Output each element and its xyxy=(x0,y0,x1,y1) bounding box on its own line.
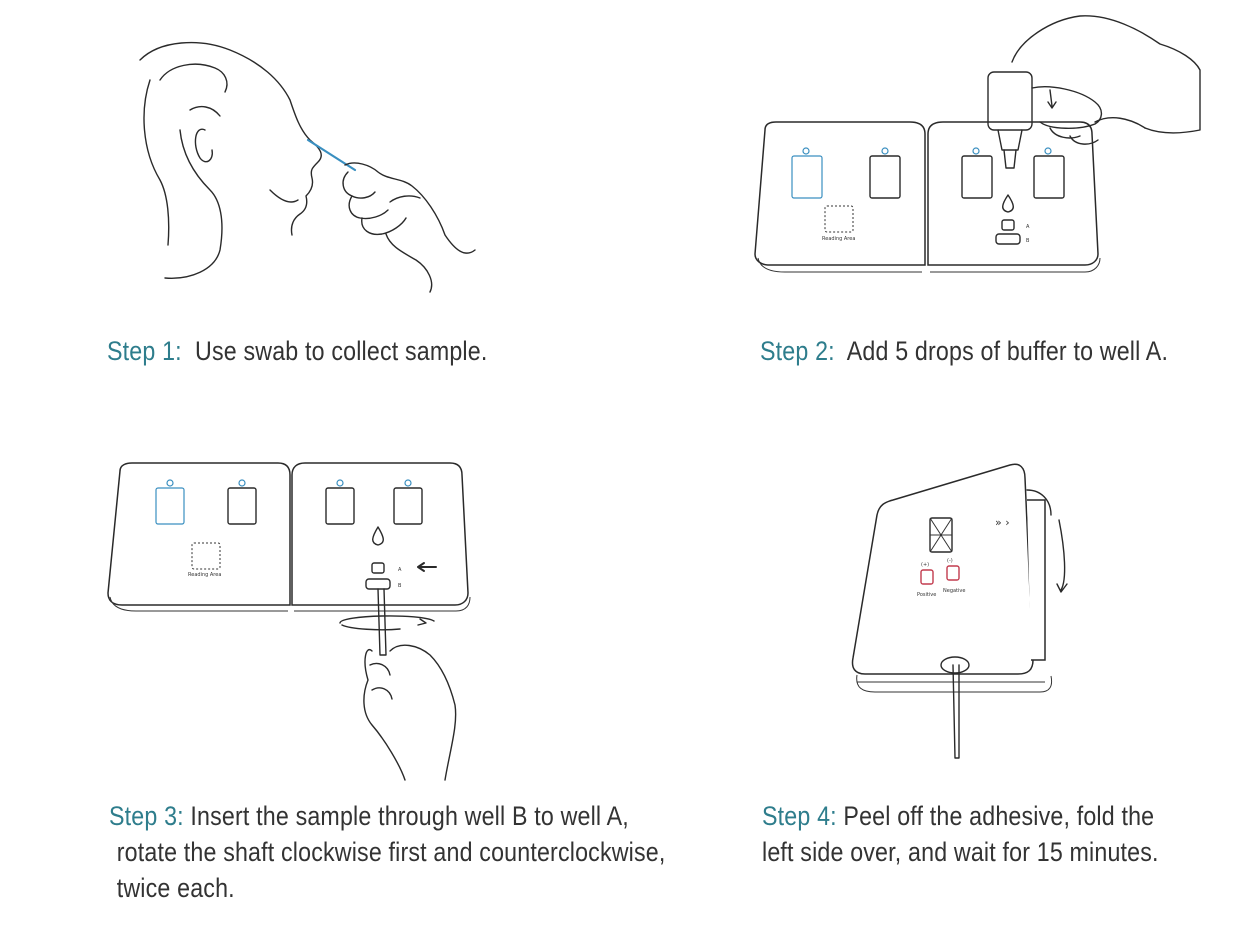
step4-illustration: » › (+) Positive (-) Negative xyxy=(845,460,1085,760)
step1-text: Use swab to collect sample. xyxy=(195,336,488,366)
step3-line3: twice each. xyxy=(116,873,235,903)
step4-label: Step 4: xyxy=(762,801,837,831)
step1-caption: Step 1: Use swab to collect sample. xyxy=(107,333,487,369)
well-b-label-3: B xyxy=(398,583,402,589)
step1-label: Step 1: xyxy=(107,336,182,366)
well-a-label-3: A xyxy=(398,567,402,573)
reading-area-label-3: Reading Area xyxy=(188,572,221,578)
step2-caption: Step 2: Add 5 drops of buffer to well A. xyxy=(760,333,1168,369)
well-a-label: A xyxy=(1026,224,1030,230)
step3-line2: rotate the shaft clockwise first and cou… xyxy=(116,837,666,867)
step1-illustration xyxy=(120,20,500,300)
step4-caption: Step 4: Peel off the adhesive, fold the … xyxy=(762,798,1159,870)
step2-illustration: Reading Area A B xyxy=(750,10,1210,280)
positive-sign: (+) xyxy=(921,562,929,568)
step2-text: Add 5 drops of buffer to well A. xyxy=(846,336,1169,366)
step2-label: Step 2: xyxy=(760,336,835,366)
negative-sign: (-) xyxy=(947,558,953,564)
positive-label: Positive xyxy=(917,592,936,598)
well-b-label: B xyxy=(1026,238,1030,244)
step3-label: Step 3: xyxy=(109,801,184,831)
negative-label: Negative xyxy=(943,588,965,594)
step4-line1: Peel off the adhesive, fold the xyxy=(843,801,1155,831)
svg-text:» ›: » › xyxy=(995,516,1010,529)
step4-line2: left side over, and wait for 15 minutes. xyxy=(762,837,1159,867)
step3-illustration: Reading Area A B xyxy=(100,455,480,781)
step3-caption: Step 3: Insert the sample through well B… xyxy=(109,798,665,906)
reading-area-label: Reading Area xyxy=(822,236,855,242)
step3-line1: Insert the sample through well B to well… xyxy=(190,801,629,831)
